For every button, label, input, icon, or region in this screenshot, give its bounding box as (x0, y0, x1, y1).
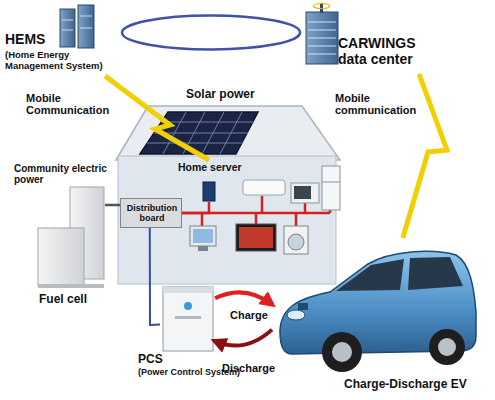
node-title: Solar power (186, 88, 266, 101)
edge-label: Community electric power (14, 163, 109, 185)
node-title: Distribution board (123, 203, 181, 223)
solar-panel-node: Solar power (138, 88, 260, 154)
distribution-board: Distribution board (120, 198, 182, 228)
electric-car (280, 251, 476, 372)
microwave (291, 183, 319, 203)
datacenter-building-icon (306, 4, 338, 65)
edge-label: Charge (230, 309, 290, 321)
air-conditioner (243, 180, 285, 195)
home-server-node: Home server (178, 160, 240, 202)
edge-label: Mobile Communication (26, 92, 118, 117)
solar-panel (140, 112, 258, 154)
power-line (215, 330, 272, 346)
fuel-cell-node: Fuel cell (35, 185, 105, 310)
pcs-node: PCS(Power Control System) (160, 285, 215, 351)
power-line (215, 292, 272, 304)
network-ring (122, 16, 300, 50)
fuel-cell-unit (38, 187, 104, 288)
ev-node: Charge-Discharge EV (272, 238, 490, 396)
edge-label: Mobile communication (335, 92, 421, 117)
refrigerator (322, 166, 340, 210)
hems-server-icon (60, 5, 94, 48)
appliances (190, 166, 340, 254)
node-title: Charge-Discharge EV (344, 378, 494, 391)
datacenter-node: CARWINGS data center (300, 2, 440, 74)
node-title: Home server (178, 162, 256, 174)
node-title: CARWINGS data center (338, 36, 438, 67)
washer (284, 226, 308, 254)
node-title: Fuel cell (39, 293, 119, 306)
edge-label: Discharge (222, 362, 292, 374)
power-line (182, 202, 209, 213)
house-wall (118, 156, 336, 284)
charge-port (298, 303, 308, 310)
power-line (150, 228, 160, 325)
node-subtitle: (Home Energy Management System) (5, 50, 105, 71)
wireless-link (403, 74, 447, 238)
pcs-cabinet (163, 287, 213, 351)
home-server-icon (203, 182, 215, 201)
power-line (105, 204, 120, 207)
pc-monitor (190, 226, 216, 246)
house (116, 106, 340, 284)
node-title: HEMS (5, 32, 75, 48)
server-node: HEMS (Home Energy Management System) (2, 4, 122, 76)
tv (236, 224, 276, 251)
node-title: PCS (138, 353, 178, 366)
house-roof (116, 106, 340, 160)
